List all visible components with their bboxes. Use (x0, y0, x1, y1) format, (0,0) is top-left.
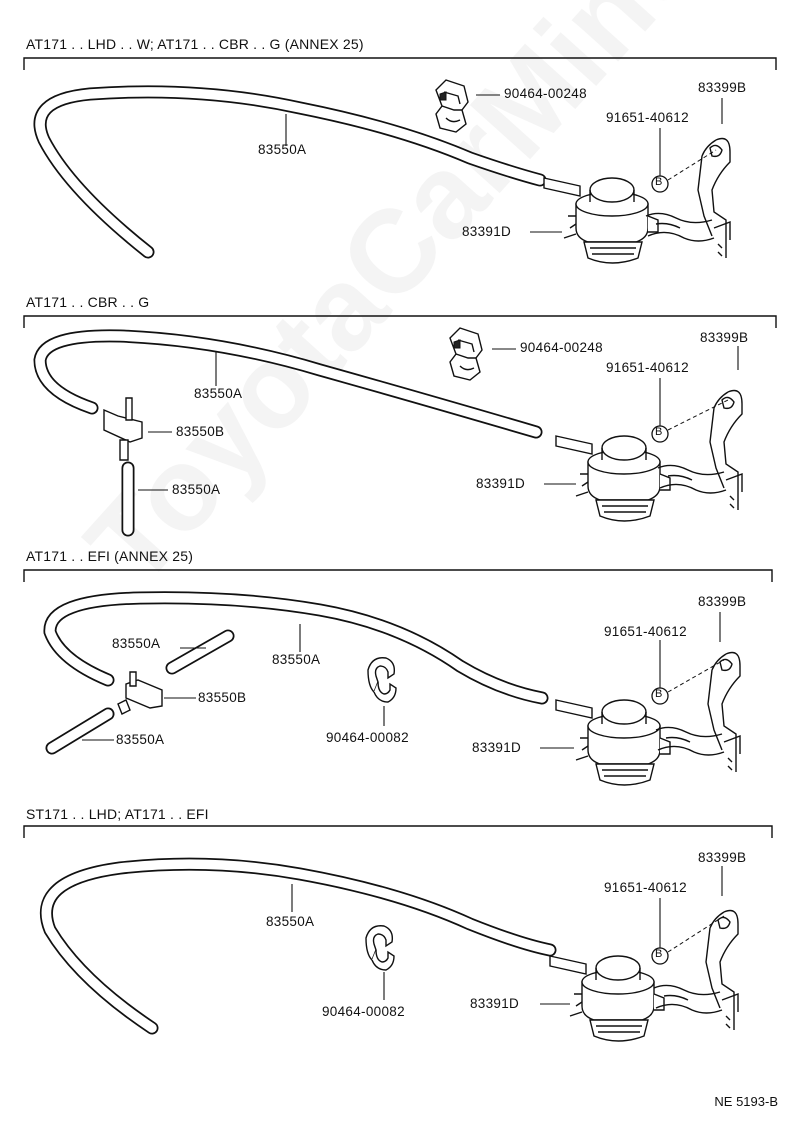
callout-hose-upper-83550a: 83550A (112, 636, 161, 651)
drawing-code: NE 5193-B (714, 1094, 778, 1109)
callout-clip-90464-00248: 90464-00248 (504, 86, 587, 101)
callout-bracket-83399b: 83399B (698, 850, 747, 865)
callout-vsv-83391d: 83391D (472, 740, 522, 755)
callout-clip-90464-00082: 90464-00082 (322, 1004, 405, 1019)
callout-hose-83550a: 83550A (194, 386, 243, 401)
callout-bracket-83399b: 83399B (698, 80, 747, 95)
section-3-title: AT171 . . EFI (ANNEX 25) (26, 548, 194, 564)
callout-bracket-83399b: 83399B (700, 330, 749, 345)
section-1-title: AT171 . . LHD . . W; AT171 . . CBR . . G… (26, 36, 364, 52)
callout-tee-83550b: 83550B (176, 424, 225, 439)
callout-tee-83550b: 83550B (198, 690, 247, 705)
callout-hose-83550a: 83550A (272, 652, 321, 667)
callout-bolt-91651-40612: 91651-40612 (606, 360, 689, 375)
section-3-drawing (23, 569, 773, 786)
callout-vsv-83391d: 83391D (476, 476, 526, 491)
callout-bolt-91651-40612: 91651-40612 (606, 110, 689, 125)
bolt-marker-label: B (655, 426, 663, 438)
callout-hose-lower-83550a: 83550A (116, 732, 165, 747)
callout-hose-83550a: 83550A (266, 914, 315, 929)
callout-vsv-83391d: 83391D (470, 996, 520, 1011)
bolt-marker-label: B (655, 176, 663, 188)
callout-vsv-83391d: 83391D (462, 224, 512, 239)
callout-hose-short-83550a: 83550A (172, 482, 221, 497)
callout-clip-90464-00082: 90464-00082 (326, 730, 409, 745)
callout-clip-90464-00248: 90464-00248 (520, 340, 603, 355)
callout-bolt-91651-40612: 91651-40612 (604, 880, 687, 895)
bolt-marker-label: B (655, 688, 663, 700)
section-2-drawing (23, 315, 777, 537)
section-4-title: ST171 . . LHD; AT171 . . EFI (26, 806, 209, 822)
section-1-drawing (23, 57, 777, 264)
section-4-drawing (23, 825, 773, 1042)
section-2-title: AT171 . . CBR . . G (26, 294, 150, 310)
bolt-marker-label: B (655, 948, 663, 960)
callout-bolt-91651-40612: 91651-40612 (604, 624, 687, 639)
callout-hose-83550a: 83550A (258, 142, 307, 157)
callout-bracket-83399b: 83399B (698, 594, 747, 609)
